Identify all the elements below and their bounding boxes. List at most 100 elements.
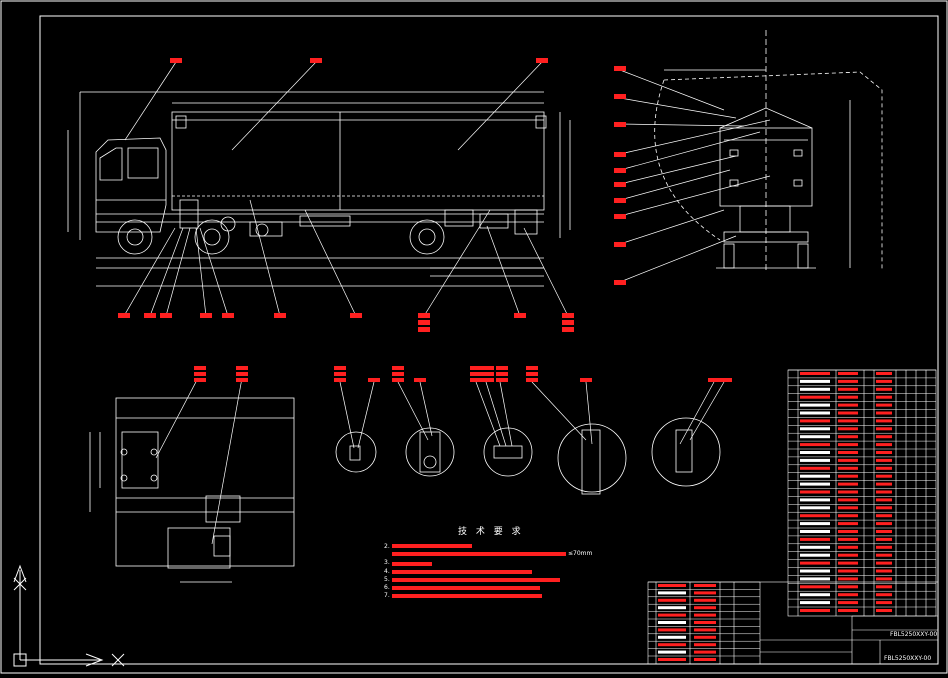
parts-row-text bbox=[800, 387, 830, 391]
detail-view-mount bbox=[89, 397, 295, 583]
parts-row-text bbox=[838, 609, 858, 612]
parts-row-text bbox=[800, 372, 830, 375]
title-row-text bbox=[658, 598, 686, 602]
parts-row-text bbox=[800, 609, 830, 612]
parts-row-text bbox=[838, 435, 858, 439]
parts-row-text bbox=[876, 435, 892, 439]
parts-row-text bbox=[800, 577, 830, 581]
parts-row-text bbox=[876, 601, 892, 605]
truck-rear-view bbox=[654, 30, 883, 270]
tech-requirements-notes bbox=[392, 544, 566, 598]
parts-row-text bbox=[876, 387, 892, 391]
parts-row-text bbox=[876, 379, 892, 383]
parts-row-text bbox=[876, 427, 892, 431]
detail-view-callout-tags bbox=[194, 366, 248, 382]
parts-row-text bbox=[838, 577, 858, 581]
parts-row-text bbox=[876, 419, 892, 423]
title-row-text bbox=[658, 584, 686, 587]
parts-list-rows bbox=[788, 369, 936, 612]
parts-row-text bbox=[800, 545, 830, 549]
title-row-text bbox=[694, 635, 716, 639]
title-row-text bbox=[694, 658, 716, 661]
parts-row-text bbox=[800, 466, 830, 470]
title-row-text bbox=[694, 598, 716, 602]
parts-row-text bbox=[838, 387, 858, 391]
parts-row-text bbox=[838, 427, 858, 431]
title-row-text bbox=[694, 621, 716, 624]
parts-row-text bbox=[838, 443, 858, 447]
title-row-text bbox=[658, 606, 686, 610]
parts-row-text bbox=[876, 474, 892, 478]
title-row-text bbox=[694, 650, 716, 654]
parts-row-text bbox=[838, 585, 858, 589]
parts-row-text bbox=[838, 411, 858, 415]
parts-row-text bbox=[876, 372, 892, 375]
parts-row-text bbox=[876, 443, 892, 447]
parts-row-text bbox=[800, 569, 830, 573]
title-row-text bbox=[694, 643, 716, 647]
parts-row-text bbox=[800, 474, 830, 478]
title-row-text bbox=[694, 591, 716, 595]
parts-row-text bbox=[838, 530, 858, 533]
side-view-callout-tags bbox=[118, 58, 574, 332]
parts-row-text bbox=[876, 514, 892, 518]
parts-row-text bbox=[800, 553, 830, 557]
note-number: 4. bbox=[384, 568, 390, 575]
parts-row-text bbox=[800, 395, 830, 399]
parts-row-text bbox=[800, 498, 830, 502]
parts-row-text bbox=[800, 482, 830, 486]
parts-row-text bbox=[876, 569, 892, 573]
parts-row-text bbox=[800, 451, 830, 454]
truck-side-view bbox=[67, 91, 571, 287]
title-block bbox=[647, 581, 939, 665]
parts-row-text bbox=[838, 601, 858, 605]
title-row-text bbox=[658, 650, 686, 654]
parts-row-text bbox=[800, 601, 830, 605]
parts-row-text bbox=[838, 537, 858, 541]
parts-row-text bbox=[876, 411, 892, 415]
title-row-text bbox=[658, 591, 686, 595]
title-row-text bbox=[694, 613, 716, 617]
side-view-callouts bbox=[123, 61, 569, 317]
title-row-text bbox=[658, 658, 686, 661]
parts-row-text bbox=[838, 514, 858, 518]
parts-row-text bbox=[838, 466, 858, 470]
title-row-text bbox=[694, 628, 716, 632]
parts-row-text bbox=[838, 482, 858, 486]
parts-row-text bbox=[876, 395, 892, 399]
note-number: 5. bbox=[384, 576, 390, 583]
parts-row-text bbox=[800, 585, 830, 589]
parts-row-text bbox=[876, 490, 892, 494]
parts-row-text bbox=[838, 395, 858, 399]
parts-row-text bbox=[838, 419, 858, 423]
note-number: 2. bbox=[384, 543, 390, 550]
detail-view-callouts bbox=[155, 377, 243, 545]
note-number: 3. bbox=[384, 559, 390, 566]
section-details bbox=[335, 417, 721, 495]
parts-row-text bbox=[800, 514, 830, 518]
drawing-number-1: FBL5250XXY-00 bbox=[890, 631, 938, 638]
parts-row-text bbox=[838, 379, 858, 383]
parts-row-text bbox=[876, 498, 892, 502]
parts-row-text bbox=[876, 466, 892, 470]
parts-row-text bbox=[800, 458, 830, 462]
title-row-text bbox=[658, 635, 686, 639]
ucs-axis-icon bbox=[13, 564, 125, 667]
parts-row-text bbox=[800, 427, 830, 431]
parts-row-text bbox=[800, 530, 830, 533]
parts-row-text bbox=[876, 545, 892, 549]
parts-row-text bbox=[838, 545, 858, 549]
parts-row-text bbox=[838, 458, 858, 462]
parts-row-text bbox=[876, 451, 892, 454]
parts-row-text bbox=[800, 419, 830, 423]
parts-row-text bbox=[876, 577, 892, 581]
title-row-text bbox=[658, 621, 686, 624]
drawing-number-2: FBL5250XXY-00 bbox=[884, 655, 932, 662]
parts-row-text bbox=[800, 561, 830, 565]
title-row-text bbox=[658, 643, 686, 647]
parts-row-text bbox=[800, 411, 830, 415]
parts-row-text bbox=[876, 609, 892, 612]
parts-row-text bbox=[876, 522, 892, 526]
